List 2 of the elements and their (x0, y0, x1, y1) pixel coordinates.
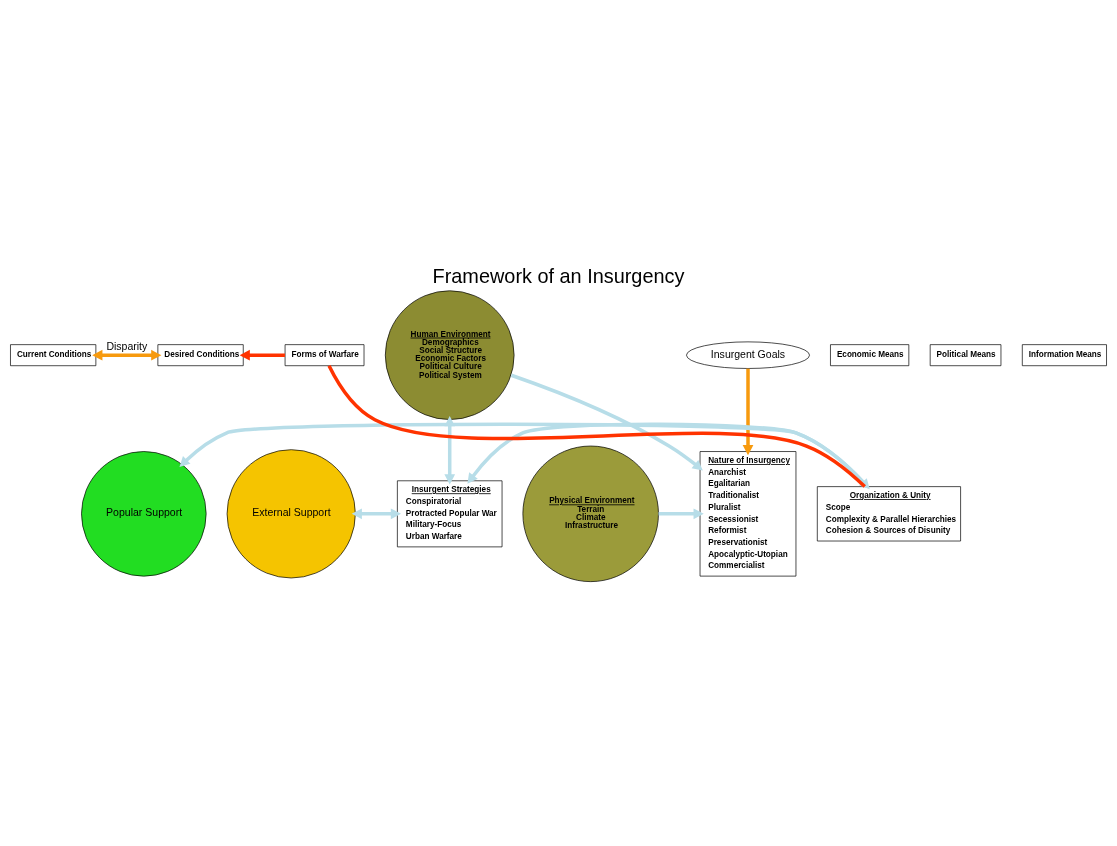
diagram-title: Framework of an Insurgency (432, 264, 685, 287)
edge-label: Disparity (106, 340, 148, 353)
